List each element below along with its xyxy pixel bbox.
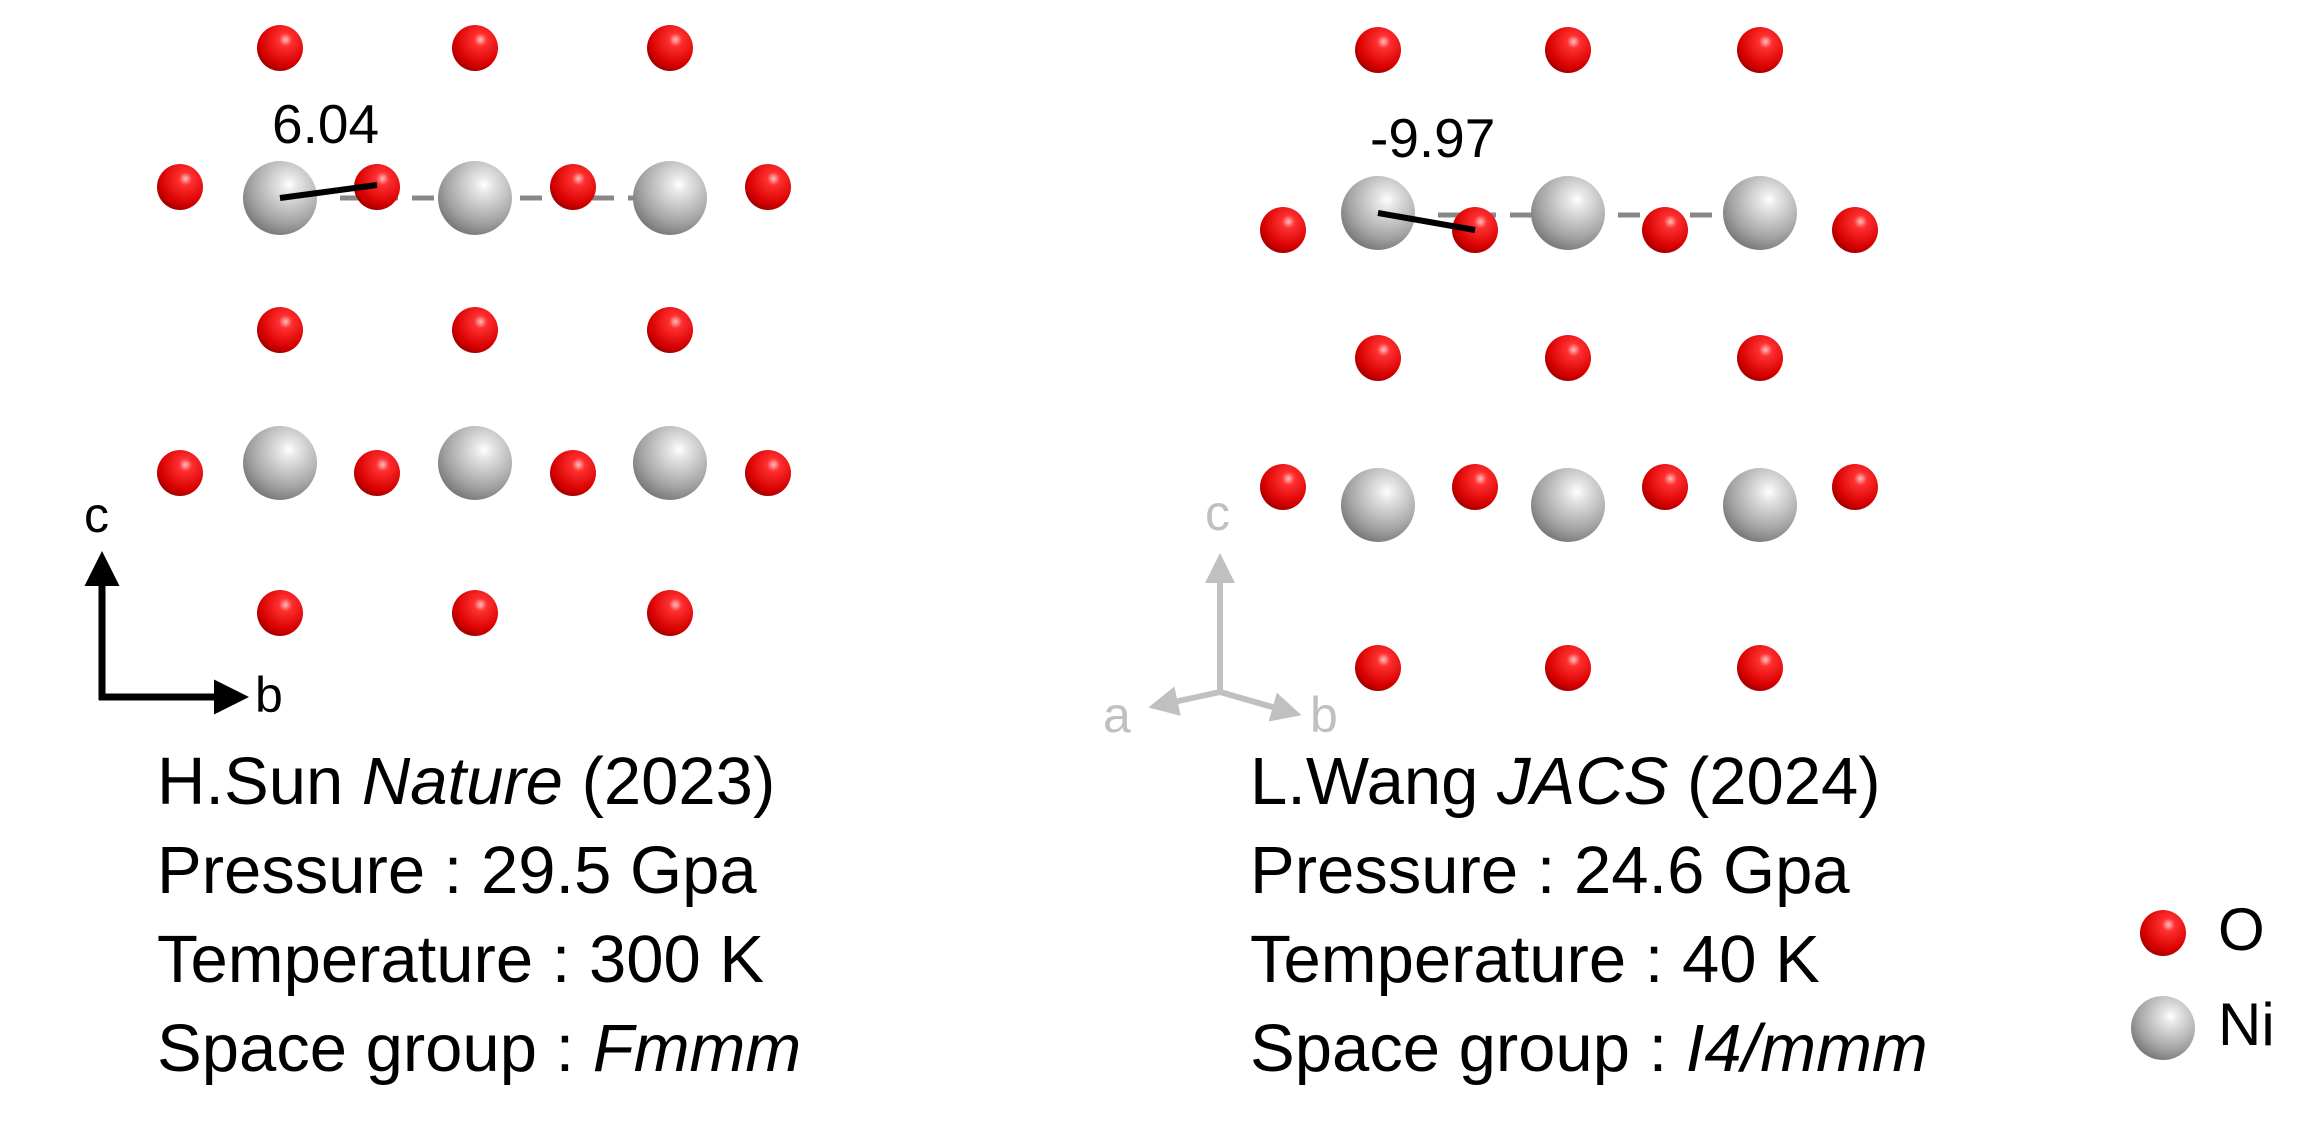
right-planar-oxygen-atom <box>1452 464 1498 510</box>
right-apical-oxygen-atom-top <box>1545 27 1591 73</box>
left-apical-oxygen-atom-top <box>257 25 303 71</box>
right-space-group-value: I4/mmm <box>1685 1011 1928 1086</box>
right-planar-oxygen-atom <box>1260 464 1306 510</box>
left-planar-oxygen-atom <box>745 450 791 496</box>
right-apical-oxygen-atom-bottom <box>1545 645 1591 691</box>
left-caption: H.Sun Nature (2023) Pressure : 29.5 Gpa … <box>157 737 801 1093</box>
right-citation-year: (2024) <box>1686 744 1881 819</box>
right-citation-author: L.Wang <box>1250 744 1479 819</box>
right-axis-label-a: a <box>1103 687 1131 743</box>
right-nickel-atom <box>1531 468 1605 542</box>
right-planar-oxygen-atom <box>1642 464 1688 510</box>
right-citation-journal: JACS <box>1497 744 1669 819</box>
left-apical-oxygen-atom-bottom <box>647 590 693 636</box>
left-structure: 6.04 <box>157 25 791 636</box>
right-axis-label-c: c <box>1205 485 1230 541</box>
left-citation-year: (2023) <box>581 744 776 819</box>
left-nickel-atom <box>633 161 707 235</box>
right-tilt-line <box>1377 210 1476 233</box>
right-b-axis-arrow <box>1219 689 1302 722</box>
legend-oxygen-label: O <box>2218 896 2265 963</box>
right-space-group-prefix: Space group : <box>1250 1011 1686 1086</box>
legend <box>2131 910 2195 1060</box>
right-apical-oxygen-atom-middle <box>1355 335 1401 381</box>
left-planar-oxygen-atom <box>157 164 203 210</box>
right-apical-oxygen-atom-middle <box>1545 335 1591 381</box>
right-axis-label-b: b <box>1310 687 1338 743</box>
left-planar-oxygen-atom <box>550 164 596 210</box>
left-nickel-atom <box>438 426 512 500</box>
left-citation-author: H.Sun <box>157 744 344 819</box>
right-planar-oxygen-atom <box>1642 207 1688 253</box>
right-nickel-atom <box>1723 176 1797 250</box>
right-tilt-angle-label: -9.97 <box>1370 107 1495 169</box>
left-apical-oxygen-atom-top <box>452 25 498 71</box>
left-axis-label-c: c <box>84 487 109 543</box>
left-apical-oxygen-atom-middle <box>452 307 498 353</box>
right-pressure: Pressure : 24.6 Gpa <box>1250 833 1850 908</box>
left-pressure: Pressure : 29.5 Gpa <box>157 833 757 908</box>
right-citation: L.Wang JACS (2024) <box>1250 737 1928 826</box>
right-caption: L.Wang JACS (2024) Pressure : 24.6 Gpa T… <box>1250 737 1928 1093</box>
legend-nickel-atom-icon <box>2131 996 2195 1060</box>
right-apical-oxygen-atom-middle <box>1737 335 1783 381</box>
right-nickel-atom <box>1531 176 1605 250</box>
left-planar-oxygen-atom <box>157 450 203 496</box>
left-nickel-atom <box>438 161 512 235</box>
right-apical-oxygen-atom-top <box>1737 27 1783 73</box>
left-nickel-atom <box>243 426 317 500</box>
legend-oxygen-atom-icon <box>2140 910 2186 956</box>
left-tilt-angle-label: 6.04 <box>272 93 379 155</box>
left-planar-oxygen-atom <box>354 450 400 496</box>
left-apical-oxygen-atom-middle <box>257 307 303 353</box>
right-planar-oxygen-atom <box>1832 207 1878 253</box>
right-apical-oxygen-atom-bottom <box>1737 645 1783 691</box>
right-apical-oxygen-atom-bottom <box>1355 645 1401 691</box>
left-space-group: Space group : Fmmm <box>157 1004 801 1093</box>
left-tilt-line <box>279 182 378 201</box>
right-nickel-atom <box>1341 468 1415 542</box>
right-a-axis-arrow <box>1148 686 1221 716</box>
left-axes-indicator: c b <box>84 487 283 723</box>
left-planar-oxygen-atom <box>550 450 596 496</box>
left-axis-label-b: b <box>255 667 283 723</box>
left-citation: H.Sun Nature (2023) <box>157 737 801 826</box>
right-structure: -9.97 <box>1260 27 1878 691</box>
legend-nickel-label: Ni <box>2218 991 2275 1058</box>
right-planar-oxygen-atom <box>1832 464 1878 510</box>
right-space-group: Space group : I4/mmm <box>1250 1004 1928 1093</box>
left-citation-journal: Nature <box>361 744 563 819</box>
left-apical-oxygen-atom-bottom <box>257 590 303 636</box>
right-temperature: Temperature : 40 K <box>1250 922 1820 997</box>
left-space-group-value: Fmmm <box>592 1011 802 1086</box>
left-space-group-prefix: Space group : <box>157 1011 593 1086</box>
left-nickel-atom <box>633 426 707 500</box>
left-apical-oxygen-atom-bottom <box>452 590 498 636</box>
right-nickel-atom <box>1723 468 1797 542</box>
right-apical-oxygen-atom-top <box>1355 27 1401 73</box>
left-apical-oxygen-atom-middle <box>647 307 693 353</box>
right-planar-oxygen-atom <box>1260 207 1306 253</box>
right-axes-indicator: c a b <box>1103 485 1338 743</box>
left-apical-oxygen-atom-top <box>647 25 693 71</box>
left-temperature: Temperature : 300 K <box>157 922 765 997</box>
left-planar-oxygen-atom <box>745 164 791 210</box>
